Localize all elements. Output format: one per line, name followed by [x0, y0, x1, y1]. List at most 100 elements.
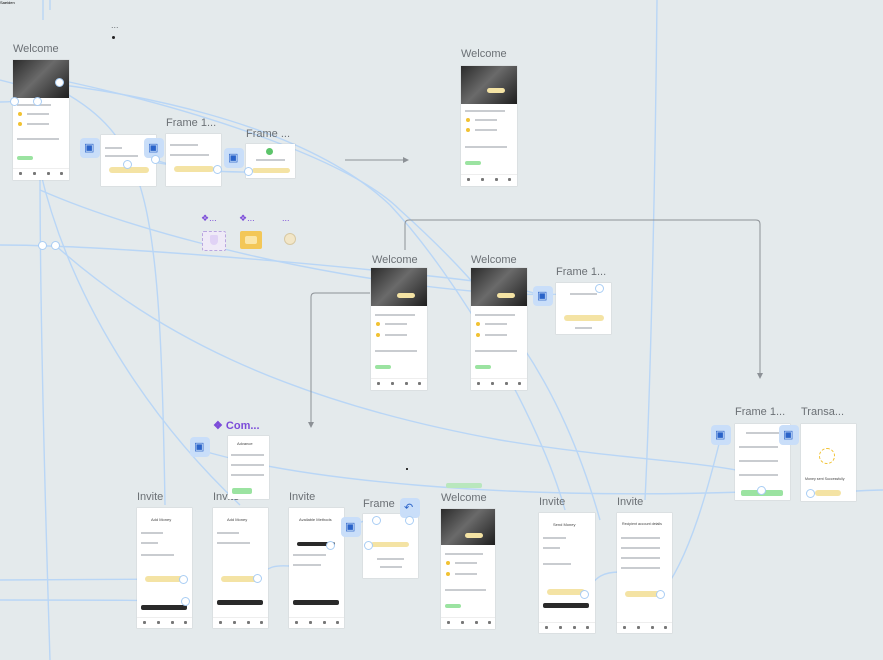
- frame-invite[interactable]: Recipient account details: [617, 513, 672, 633]
- frame-welcome[interactable]: [461, 66, 517, 186]
- component-label[interactable]: ❖...: [201, 213, 217, 223]
- connection-handle[interactable]: [757, 486, 766, 495]
- bulb-component[interactable]: [278, 231, 300, 249]
- frame-invite[interactable]: Send Money: [539, 513, 595, 633]
- keyboard-bar[interactable]: [217, 600, 263, 605]
- continue-button[interactable]: [625, 591, 663, 597]
- connection-handle[interactable]: [123, 160, 132, 169]
- frame-label-invite[interactable]: Invite: [289, 491, 316, 503]
- connection-handle[interactable]: [55, 78, 64, 87]
- connection-handle[interactable]: [38, 241, 47, 250]
- component-label[interactable]: ❖...: [239, 213, 255, 223]
- connection-handle[interactable]: [181, 597, 190, 606]
- prototype-start-icon[interactable]: ▣: [779, 425, 799, 445]
- tab-bar[interactable]: [441, 617, 495, 629]
- continue-button[interactable]: [547, 589, 585, 595]
- action-button[interactable]: [375, 365, 391, 369]
- connection-handle[interactable]: [326, 541, 335, 550]
- confirm-button[interactable]: [371, 542, 409, 547]
- hotspot-bar[interactable]: [446, 483, 482, 488]
- prototype-start-icon[interactable]: ▣: [144, 138, 164, 158]
- connection-handle[interactable]: [595, 284, 604, 293]
- confirm-button[interactable]: [564, 315, 604, 321]
- frame-label-invite[interactable]: Invite: [539, 496, 566, 508]
- frame-label-transaction[interactable]: Transa...: [801, 406, 844, 418]
- frame-label-welcome[interactable]: Welcome: [13, 43, 59, 55]
- frame-invite[interactable]: Add Money: [213, 508, 268, 628]
- prototype-start-icon[interactable]: ▣: [533, 286, 553, 306]
- frame-small[interactable]: [556, 283, 611, 334]
- frame-welcome[interactable]: [471, 268, 527, 390]
- keyboard-bar[interactable]: [543, 603, 589, 608]
- tiny-dot[interactable]: [112, 36, 115, 39]
- tab-bar[interactable]: [371, 378, 427, 390]
- frame-invite[interactable]: Add Money: [137, 508, 192, 628]
- frame-label-invite[interactable]: Invite: [617, 496, 644, 508]
- connection-handle[interactable]: [372, 516, 381, 525]
- tab-bar[interactable]: [289, 617, 344, 628]
- add-money-button[interactable]: [497, 293, 515, 298]
- confirm-button[interactable]: [174, 166, 214, 172]
- tab-bar[interactable]: [137, 617, 192, 628]
- connection-handle[interactable]: [806, 489, 815, 498]
- continue-button[interactable]: [221, 576, 259, 582]
- tab-bar[interactable]: [471, 378, 527, 390]
- add-money-button[interactable]: [465, 533, 483, 538]
- tab-bar[interactable]: [539, 622, 595, 633]
- frame-advance[interactable]: Advance: [228, 436, 269, 499]
- undo-arrow-icon[interactable]: ↶: [400, 498, 420, 518]
- confirm-button[interactable]: [109, 167, 149, 173]
- frame-label-welcome[interactable]: Welcome: [372, 254, 418, 266]
- connection-handle[interactable]: [244, 167, 253, 176]
- frame-label-welcome[interactable]: Welcome: [471, 254, 517, 266]
- tab-bar[interactable]: [617, 622, 672, 633]
- shield-component[interactable]: [202, 231, 226, 251]
- prototype-start-icon[interactable]: ▣: [190, 437, 210, 457]
- connection-handle[interactable]: [656, 590, 665, 599]
- frame-label-frame[interactable]: Frame: [363, 498, 395, 510]
- action-button[interactable]: [465, 161, 481, 165]
- continue-button[interactable]: [145, 576, 183, 582]
- frame-welcome[interactable]: [441, 509, 495, 629]
- tab-bar[interactable]: [13, 168, 69, 180]
- frame-small[interactable]: [166, 134, 221, 186]
- connection-handle[interactable]: [213, 165, 222, 174]
- keyboard-bar[interactable]: [141, 605, 187, 610]
- connection-handle[interactable]: [580, 590, 589, 599]
- confirm-button[interactable]: [252, 168, 290, 173]
- done-button[interactable]: [815, 490, 841, 496]
- frame-label-frame[interactable]: Frame 1...: [556, 266, 607, 278]
- add-money-button[interactable]: [397, 293, 415, 298]
- keyboard-bar[interactable]: [293, 600, 339, 605]
- method-option[interactable]: [297, 542, 335, 546]
- frame-label-frame[interactable]: Frame ...: [246, 128, 291, 140]
- connection-handle[interactable]: [179, 575, 188, 584]
- component-label[interactable]: ...: [282, 213, 290, 223]
- connection-handle[interactable]: [51, 241, 60, 250]
- prototype-start-icon[interactable]: ▣: [341, 517, 361, 537]
- frame-transaction[interactable]: Money sent Successfully: [801, 424, 856, 501]
- tab-bar[interactable]: [461, 174, 517, 186]
- connection-handle[interactable]: [151, 155, 160, 164]
- frame-invite[interactable]: Available Methods: [289, 508, 344, 628]
- component-label[interactable]: ❖ Com...: [213, 420, 260, 432]
- action-button[interactable]: [475, 365, 491, 369]
- frame-small[interactable]: [246, 144, 295, 178]
- keypad-button[interactable]: [232, 488, 252, 494]
- add-money-button[interactable]: [487, 88, 505, 93]
- frame-label-invite[interactable]: Invite: [137, 491, 164, 503]
- tiny-dot[interactable]: [406, 468, 408, 470]
- connection-handle[interactable]: [253, 574, 262, 583]
- action-button[interactable]: [445, 604, 461, 608]
- frame-label-welcome[interactable]: Welcome: [461, 48, 507, 60]
- frame-label-welcome[interactable]: Welcome: [441, 492, 487, 504]
- card-component[interactable]: [240, 231, 262, 249]
- frame-label-frame[interactable]: Frame 1...: [735, 406, 786, 418]
- connection-handle[interactable]: [364, 541, 373, 550]
- prototype-start-icon[interactable]: ▣: [711, 425, 731, 445]
- connection-handle[interactable]: [33, 97, 42, 106]
- action-button[interactable]: [17, 156, 33, 160]
- frame-label-frame[interactable]: Frame 1...: [166, 117, 217, 129]
- tab-bar[interactable]: [213, 617, 268, 628]
